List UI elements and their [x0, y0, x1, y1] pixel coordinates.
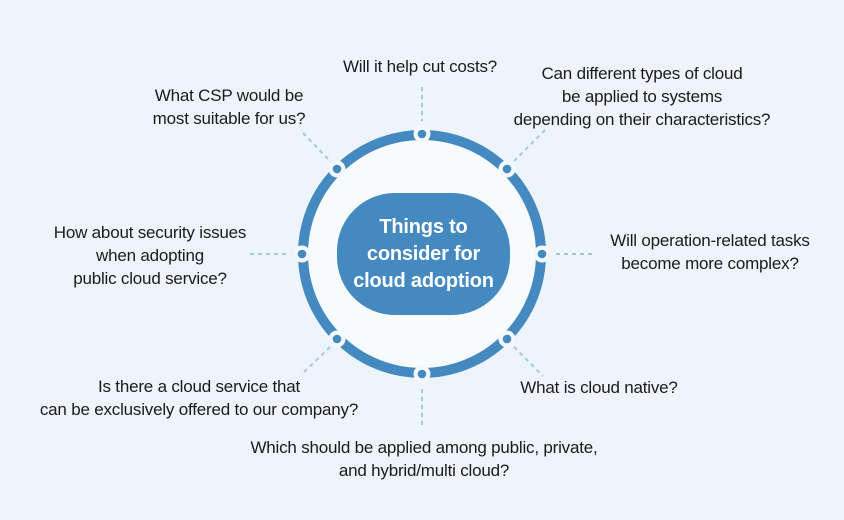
question-top-left: What CSP would be most suitable for us? [152, 86, 306, 128]
ring-node-dots [297, 129, 547, 379]
node-dot-left [297, 249, 307, 259]
ring-node-gaps [293, 125, 551, 383]
center-badge-title: Things to consider for cloud adoption [353, 215, 494, 292]
connector-top-left [302, 132, 331, 162]
question-bottom-right: What is cloud native? [520, 378, 678, 397]
connector-top-right [513, 129, 546, 162]
question-left: How about security issues when adopting … [53, 223, 247, 288]
node-dot-right [537, 249, 547, 259]
node-dot-bottom [417, 369, 427, 379]
question-top-right: Can different types of cloud be applied … [513, 64, 771, 129]
question-bottom: Which should be applied among public, pr… [250, 438, 598, 480]
question-bottom-left: Is there a cloud service that can be exc… [39, 377, 359, 419]
node-dot-bottom-right [502, 334, 512, 344]
center-badge: Things to consider for cloud adoption [337, 193, 510, 315]
connector-bottom-left [300, 346, 331, 376]
node-dot-top-right [502, 164, 512, 174]
question-top: Will it help cut costs? [342, 57, 498, 76]
connector-lines [250, 87, 592, 427]
question-right: Will operation-related tasks become more… [610, 231, 810, 273]
connector-bottom-right [513, 346, 544, 377]
node-dot-top-left [332, 164, 342, 174]
node-dot-bottom-left [332, 334, 342, 344]
node-dot-top [417, 129, 427, 139]
